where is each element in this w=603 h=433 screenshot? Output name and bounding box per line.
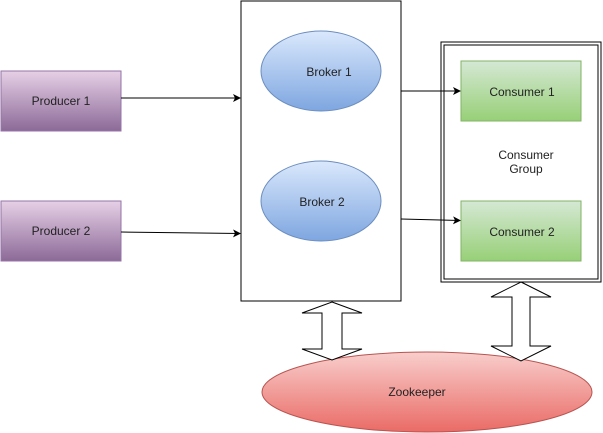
bidirectional-arrow-consumergroup-zookeeper: [490, 281, 552, 362]
consumer-2[interactable]: Consumer 2: [460, 200, 582, 262]
consumer-1-label: Consumer 1: [489, 85, 555, 99]
consumer-1[interactable]: Consumer 1: [460, 60, 582, 122]
zookeeper-label: Zookeeper: [388, 385, 445, 399]
zookeeper[interactable]: Zookeeper: [261, 351, 593, 433]
bidirectional-arrow-brokers-zookeeper: [301, 301, 363, 361]
broker-1[interactable]: Broker 1: [260, 30, 382, 112]
producer-2-label: Producer 2: [32, 224, 91, 238]
broker-2[interactable]: Broker 2: [260, 160, 382, 242]
producer-1[interactable]: Producer 1: [0, 70, 122, 132]
arrow-producer2-to-brokers: [120, 229, 241, 238]
consumer-group-label-line1: Consumer: [498, 148, 553, 162]
producer-1-label: Producer 1: [32, 94, 91, 108]
arrow-brokers-to-consumer2: [400, 216, 461, 225]
consumer-group-label-line2: Group: [509, 162, 543, 176]
broker-1-label: Broker 1: [306, 65, 352, 79]
broker-2-label: Broker 2: [299, 195, 345, 209]
consumer-2-label: Consumer 2: [489, 225, 555, 239]
producer-2[interactable]: Producer 2: [0, 200, 122, 262]
